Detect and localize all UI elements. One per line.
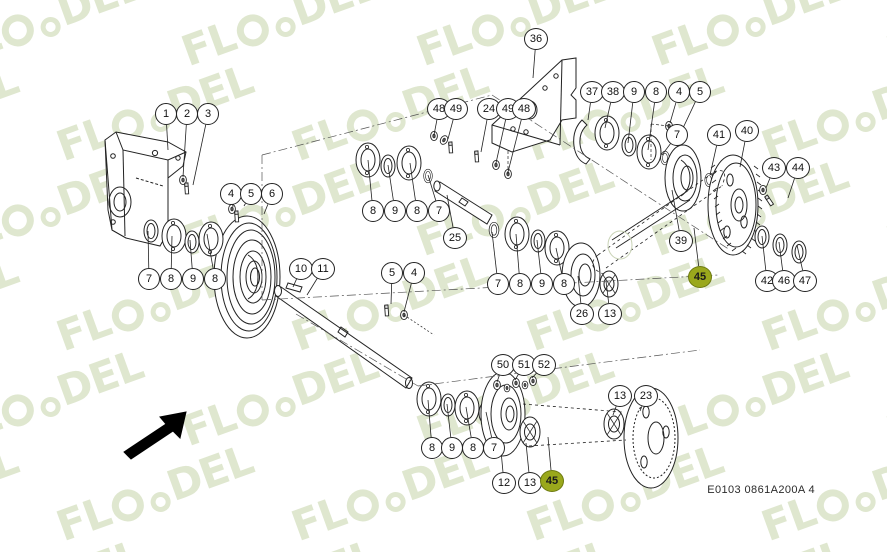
callout-balloon-13[interactable]: 13 bbox=[608, 385, 632, 407]
callout-balloon-44[interactable]: 44 bbox=[786, 157, 810, 179]
callout-balloon-9[interactable]: 9 bbox=[441, 437, 463, 459]
callout-balloon-4[interactable]: 4 bbox=[668, 81, 690, 103]
callout-balloon-8[interactable]: 8 bbox=[462, 437, 484, 459]
callout-balloon-8[interactable]: 8 bbox=[645, 81, 667, 103]
callout-balloon-26[interactable]: 26 bbox=[570, 303, 594, 325]
callout-balloon-36[interactable]: 36 bbox=[524, 28, 548, 50]
callout-balloon-7[interactable]: 7 bbox=[138, 268, 160, 290]
callout-balloon-48[interactable]: 48 bbox=[512, 98, 536, 120]
callout-balloon-12[interactable]: 12 bbox=[492, 472, 516, 494]
callout-balloon-8[interactable]: 8 bbox=[509, 273, 531, 295]
callout-balloon-47[interactable]: 47 bbox=[793, 270, 817, 292]
callout-balloon-5[interactable]: 5 bbox=[381, 262, 403, 284]
callout-balloon-46[interactable]: 46 bbox=[772, 270, 796, 292]
callout-balloon-6[interactable]: 6 bbox=[261, 183, 283, 205]
callout-balloon-52[interactable]: 52 bbox=[532, 354, 556, 376]
callout-balloon-2[interactable]: 2 bbox=[176, 103, 198, 125]
callout-balloon-5[interactable]: 5 bbox=[689, 81, 711, 103]
callout-balloon-45[interactable]: 45 bbox=[540, 470, 564, 492]
callout-balloon-49[interactable]: 49 bbox=[444, 98, 468, 120]
callout-balloon-24[interactable]: 24 bbox=[477, 98, 501, 120]
callout-balloon-7[interactable]: 7 bbox=[487, 273, 509, 295]
callout-balloon-9[interactable]: 9 bbox=[182, 268, 204, 290]
callout-balloon-8[interactable]: 8 bbox=[160, 268, 182, 290]
callout-balloon-41[interactable]: 41 bbox=[707, 124, 731, 146]
callout-balloon-1[interactable]: 1 bbox=[155, 103, 177, 125]
callout-balloon-8[interactable]: 8 bbox=[553, 273, 575, 295]
callout-balloon-10[interactable]: 10 bbox=[289, 258, 313, 280]
callout-balloon-40[interactable]: 40 bbox=[735, 120, 759, 142]
callout-balloon-23[interactable]: 23 bbox=[634, 385, 658, 407]
callout-balloon-39[interactable]: 39 bbox=[669, 230, 693, 252]
callout-balloon-8[interactable]: 8 bbox=[406, 200, 428, 222]
callout-balloon-7[interactable]: 7 bbox=[666, 124, 688, 146]
callout-balloon-8[interactable]: 8 bbox=[362, 200, 384, 222]
callout-balloon-25[interactable]: 25 bbox=[443, 227, 467, 249]
callout-balloon-13[interactable]: 13 bbox=[598, 303, 622, 325]
callout-balloon-8[interactable]: 8 bbox=[204, 268, 226, 290]
callout-balloon-8[interactable]: 8 bbox=[421, 437, 443, 459]
callout-balloon-5[interactable]: 5 bbox=[240, 183, 262, 205]
callout-balloon-9[interactable]: 9 bbox=[623, 81, 645, 103]
callout-balloon-11[interactable]: 11 bbox=[311, 258, 335, 280]
callout-balloon-9[interactable]: 9 bbox=[531, 273, 553, 295]
callout-balloon-43[interactable]: 43 bbox=[762, 157, 786, 179]
callout-balloon-7[interactable]: 7 bbox=[483, 437, 505, 459]
direction-arrow-shape bbox=[123, 411, 187, 460]
callout-balloon-7[interactable]: 7 bbox=[428, 200, 450, 222]
callout-balloon-9[interactable]: 9 bbox=[384, 200, 406, 222]
drawing-code: E0103 0861A200A 4 bbox=[707, 484, 815, 496]
callout-balloon-4[interactable]: 4 bbox=[403, 262, 425, 284]
callout-balloon-4[interactable]: 4 bbox=[220, 183, 242, 205]
callout-balloon-3[interactable]: 3 bbox=[197, 103, 219, 125]
callout-balloon-13[interactable]: 13 bbox=[518, 472, 542, 494]
callout-balloon-45[interactable]: 45 bbox=[688, 266, 712, 288]
callout-balloon-38[interactable]: 38 bbox=[601, 81, 625, 103]
